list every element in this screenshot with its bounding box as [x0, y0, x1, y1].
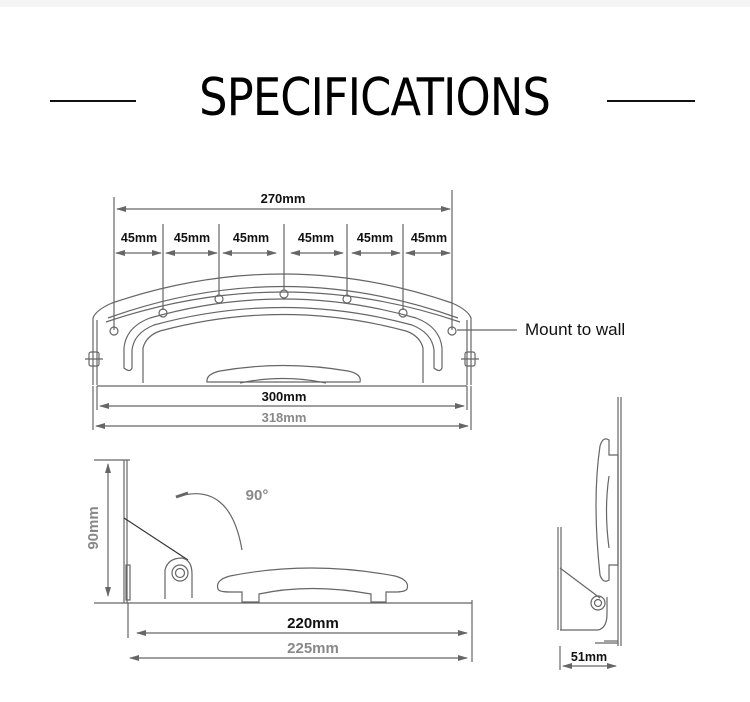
top-strip	[0, 0, 750, 7]
dimension-label-45mm: 45mm	[174, 231, 210, 245]
dimension-label-51mm: 51mm	[571, 650, 607, 664]
plate-outline	[92, 273, 472, 385]
dimension-label-45mm: 45mm	[121, 231, 157, 245]
side-view	[94, 459, 473, 662]
dimension-label-90mm: 90mm	[85, 506, 102, 549]
folded-view	[557, 397, 622, 670]
header-rule-right	[607, 100, 695, 102]
dimension-label-300mm: 300mm	[262, 389, 307, 404]
dimension-label-45mm: 45mm	[233, 231, 269, 245]
page-header: SPECIFICATIONS	[0, 60, 750, 140]
dimension-label-225mm: 225mm	[287, 640, 339, 657]
dimension-label-318mm: 318mm	[262, 410, 307, 425]
dimension-label-45mm: 45mm	[298, 231, 334, 245]
dimension-label-45mm: 45mm	[411, 231, 447, 245]
header-rule-left	[50, 100, 136, 102]
page-title: SPECIFICATIONS	[199, 68, 551, 128]
rotation-arrow	[175, 493, 243, 551]
mount-to-wall-label: Mount to wall	[525, 320, 625, 339]
dimension-label-220mm: 220mm	[287, 615, 339, 632]
front-view	[85, 190, 517, 430]
dimension-label-45mm: 45mm	[357, 231, 393, 245]
rotation-label-90-degrees: 90°	[246, 487, 269, 504]
dimension-label-270mm: 270mm	[261, 191, 306, 206]
